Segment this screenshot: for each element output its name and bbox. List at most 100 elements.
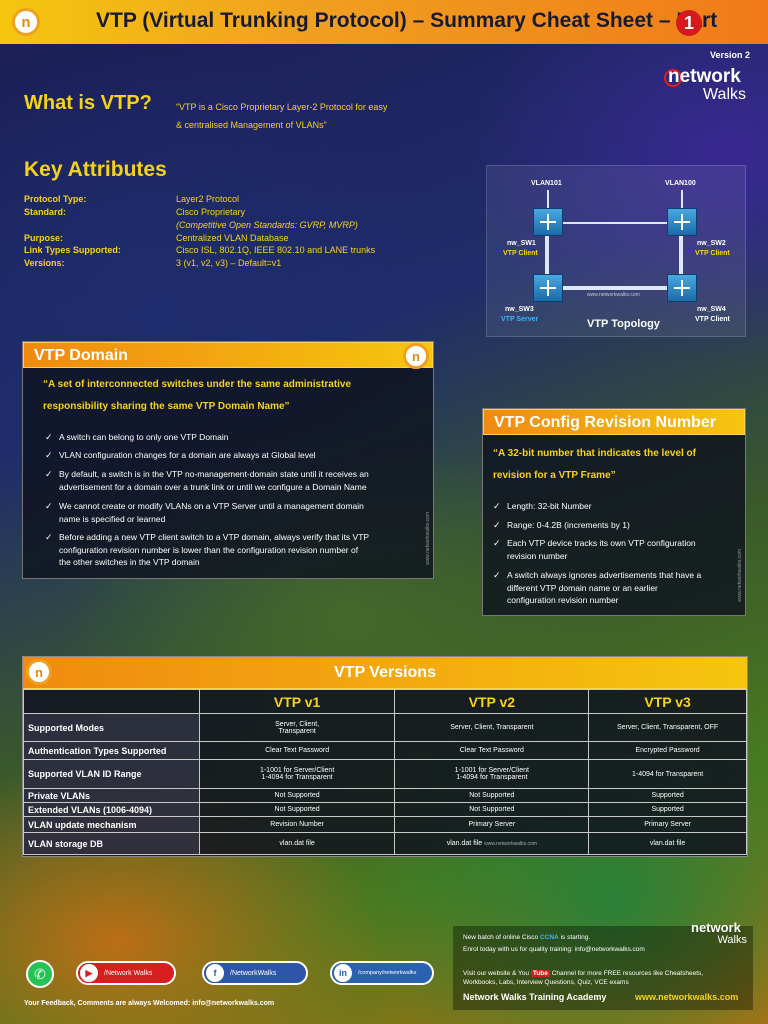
topology-title: VTP Topology (587, 318, 660, 330)
bullet-text: Length: 32-bit Number (507, 501, 592, 511)
table-cell: Server, Client, Transparent (394, 713, 590, 742)
watermark: www.networkwalks.com (425, 512, 431, 565)
linkedin-link[interactable]: in /company/networkwalks (330, 961, 434, 985)
attr-label: Versions: (24, 258, 65, 268)
row-label: VLAN storage DB (23, 832, 200, 855)
attr-value: Layer2 Protocol (176, 194, 240, 204)
bullet-text: different VTP domain name or an earlier (507, 582, 658, 593)
attr-label: Standard: (24, 207, 67, 217)
attr-value: (Competitive Open Standards: GVRP, MVRP) (176, 220, 358, 230)
trunk-link (549, 222, 669, 224)
youtube-icon: ▶ (80, 964, 98, 982)
bullet-text: A switch always ignores advertisements t… (507, 570, 702, 580)
versions-grid: VTP v1 VTP v2 VTP v3 Supported Modes Ser… (23, 689, 747, 855)
table-row: VLAN update mechanism Revision Number Pr… (23, 816, 747, 833)
table-cell: vlan.dat file (198, 832, 396, 855)
bullet-text: VLAN configuration changes for a domain … (59, 450, 316, 460)
list-item: VLAN configuration changes for a domain … (45, 449, 316, 462)
promo-line: Workbooks, Labs, Interview Questions, Qu… (463, 979, 629, 986)
what-is-description: “VTP is a Cisco Proprietary Layer-2 Prot… (176, 98, 436, 134)
network-walks-logo-icon: n (403, 343, 429, 369)
whatsapp-icon[interactable]: ✆ (26, 960, 54, 988)
promo-box: network Walks New batch of online Cisco … (453, 920, 753, 1010)
row-label: Authentication Types Supported (23, 741, 200, 760)
row-label: Extended VLANs (1006-4094) (23, 802, 200, 817)
what-is-line1: “VTP is a Cisco Proprietary Layer-2 Prot… (176, 102, 388, 112)
switch-name: nw_SW1 (507, 240, 536, 247)
revision-title: VTP Config Revision Number (483, 409, 745, 435)
table-cell: Not Supported (394, 788, 590, 803)
switch-icon (667, 274, 697, 302)
list-item: A switch can belong to only one VTP Doma… (45, 431, 228, 444)
network-walks-logo-icon: n (12, 8, 40, 36)
cell-line: Server, Client, (275, 720, 320, 728)
attr-value: Cisco ISL, 802.1Q, IEEE 802.10 and LANE … (176, 245, 376, 255)
list-item: We cannot create or modify VLANs on a VT… (45, 500, 364, 525)
list-item: A switch always ignores advertisements t… (493, 569, 701, 607)
column-header: VTP v3 (588, 689, 747, 714)
quote-line: revision for a VTP Frame” (493, 470, 616, 481)
vlan-link (681, 190, 683, 210)
table-row: Supported Modes Server, Client,Transpare… (23, 713, 747, 742)
row-label: VLAN update mechanism (23, 816, 200, 833)
vtp-domain-quote: “A set of interconnected switches under … (43, 374, 351, 418)
cell-line: 1-1001 for Server/Client (259, 767, 335, 774)
promo-text: Visit our website & You (463, 970, 530, 977)
trunk-link (545, 236, 549, 280)
switch-name: nw_SW4 (697, 306, 726, 313)
quote-line: “A 32-bit number that indicates the leve… (493, 448, 696, 459)
switch-icon (533, 274, 563, 302)
switch-role: VTP Client (503, 250, 538, 257)
promo-line: Visit our website & You Tube Channel for… (463, 970, 703, 977)
promo-line: Enrol today with us for quality training… (463, 946, 645, 953)
network-walks-logo-icon: n (26, 659, 52, 685)
table-cell: Primary Server (588, 816, 747, 833)
table-cell: Not Supported (394, 802, 590, 817)
switch-name: nw_SW2 (697, 240, 726, 247)
table-cell: Primary Server (394, 816, 590, 833)
table-cell: Supported (588, 788, 747, 803)
vtp-domain-panel: VTP Domain n “A set of interconnected sw… (22, 341, 434, 579)
attr-value: Centralized VLAN Database (176, 233, 289, 243)
table-row: Extended VLANs (1006-4094) Not Supported… (23, 802, 747, 817)
attr-label: Purpose: (24, 233, 64, 243)
table-cell: Server, Client, Transparent, OFF (588, 713, 747, 742)
part-number-badge: 1 (676, 10, 702, 36)
switch-role: VTP Client (695, 316, 730, 323)
facebook-link[interactable]: f /NetworkWalks (202, 961, 308, 985)
bullet-text: revision number (507, 550, 568, 561)
attr-label: Link Types Supported: (24, 245, 121, 255)
bullet-text: Before adding a new VTP client switch to… (59, 532, 370, 542)
column-header: VTP v2 (394, 689, 590, 714)
table-cell: Encrypted Password (588, 741, 747, 760)
version-label: Version 2 (709, 50, 750, 60)
bullet-text: name is specified or learned (59, 513, 166, 524)
row-label: Supported VLAN ID Range (23, 759, 200, 789)
watermark: www.networkwalks.com (484, 841, 537, 847)
switch-name: nw_SW3 (505, 306, 534, 313)
cell-line: 1-1001 for Server/Client (454, 767, 529, 774)
attr-label: Protocol Type: (24, 194, 87, 204)
youtube-link[interactable]: ▶ /Network Walks (76, 961, 176, 985)
cell-line: 1-4094 for Transparent (456, 774, 528, 781)
bullet-text: advertisement for a domain over a trunk … (59, 481, 367, 492)
ccna-text: CCNA (539, 934, 559, 941)
vtp-versions-table: n VTP Versions VTP v1 VTP v2 VTP v3 Supp… (22, 656, 748, 857)
row-label: Supported Modes (23, 713, 200, 742)
feedback-text: Your Feedback, Comments are always Welco… (24, 1000, 275, 1007)
table-cell: Clear Text Password (394, 741, 590, 760)
trunk-link (549, 286, 669, 290)
promo-text: Channel for more FREE resources like Che… (551, 970, 704, 977)
list-item: Range: 0-4.2B (increments by 1) (493, 519, 630, 532)
table-cell: Server, Client,Transparent (198, 713, 396, 742)
bullet-text: We cannot create or modify VLANs on a VT… (59, 501, 364, 511)
brand-line1: network (691, 920, 741, 935)
brand-line1: network (668, 66, 741, 87)
switch-role: VTP Server (501, 316, 539, 323)
table-cell: vlan.dat file (588, 832, 747, 855)
brand-logo: network Walks (664, 66, 750, 106)
table-row: Private VLANs Not Supported Not Supporte… (23, 788, 747, 803)
website-link[interactable]: www.networkwalks.com (635, 992, 739, 1002)
list-item: Each VTP device tracks its own VTP confi… (493, 537, 696, 562)
